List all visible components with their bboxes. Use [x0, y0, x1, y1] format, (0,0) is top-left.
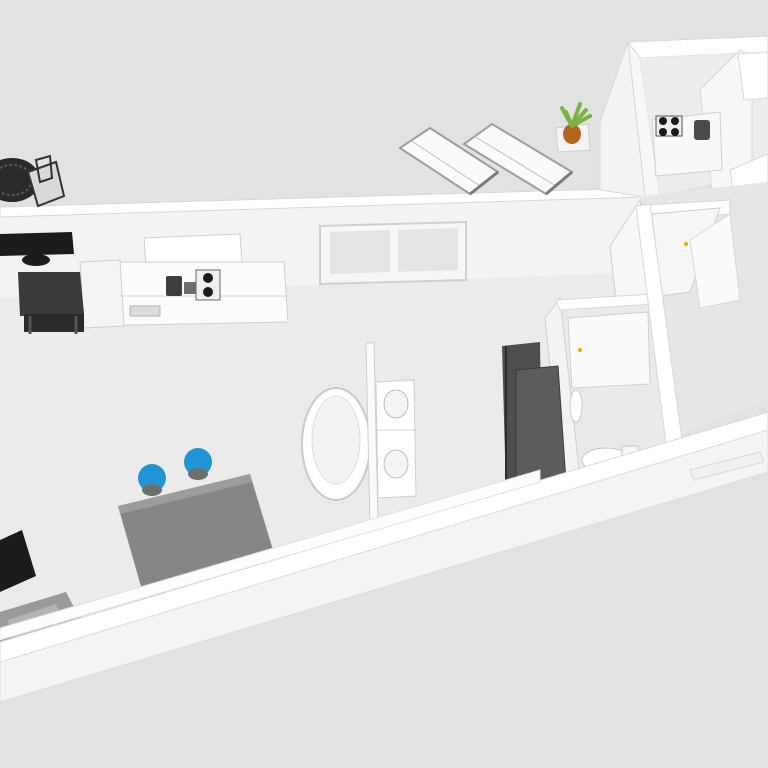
bathtub	[301, 387, 371, 501]
bar-stool	[184, 448, 212, 480]
kitchenette-room	[599, 35, 768, 237]
tv-stand	[0, 232, 74, 266]
window	[319, 220, 467, 286]
balcony	[0, 102, 592, 208]
dining-table	[18, 272, 84, 334]
double-vanity	[365, 341, 417, 527]
south-wall-inner	[0, 469, 541, 641]
stovetop	[195, 269, 221, 301]
potted-plant	[555, 102, 592, 153]
coffee-machine	[166, 276, 196, 296]
sun-lounger	[398, 126, 500, 196]
armchair	[0, 530, 36, 592]
kitchen-counter	[651, 111, 723, 177]
wall-bump	[689, 451, 765, 481]
bar-stool	[138, 464, 166, 496]
wardrobe	[502, 342, 567, 495]
patio-chair	[26, 154, 66, 208]
south-wall-face	[0, 429, 768, 703]
sun-lounger	[462, 122, 574, 196]
